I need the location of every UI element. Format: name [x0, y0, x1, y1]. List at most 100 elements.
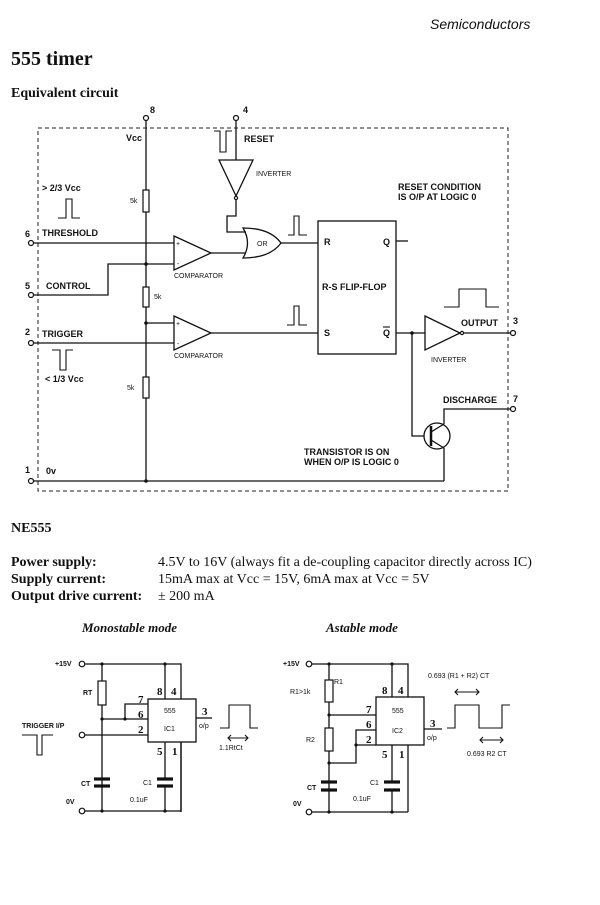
diagram-label: 2: [366, 734, 372, 746]
mono-output-label: o/p: [199, 723, 209, 730]
reset-label: RESET: [244, 134, 275, 144]
pin-7-terminal: [509, 405, 517, 413]
threshold-pulse-icon: [58, 198, 80, 219]
junction-dot: [144, 321, 148, 325]
ground-label: 0v: [46, 466, 56, 476]
rs-flip-flop: [317, 220, 397, 355]
astable-resistor-r1: [324, 679, 334, 703]
astable-r2-label: R2: [306, 737, 315, 744]
lower-comparator: [173, 314, 213, 352]
reset-condition-note-line1: RESET CONDITION: [398, 182, 481, 192]
spec-value: 4.5V to 16V (always fit a de-coupling ca…: [158, 555, 532, 570]
junction-dot: [144, 479, 148, 483]
astable-c1-value: 0.1uF: [353, 796, 371, 803]
diagram-label: +: [176, 321, 180, 328]
mono-timing-label: 1.1RtCt: [219, 745, 243, 752]
upper-comparator: [173, 234, 213, 272]
diagram-label: 5: [157, 746, 163, 758]
or-gate-label: OR: [257, 241, 268, 248]
junction-dot: [354, 743, 358, 747]
flip-flop-s: S: [324, 328, 330, 338]
page-title: 555 timer: [11, 48, 93, 70]
control-label: CONTROL: [46, 281, 91, 291]
pin-5-number: 5: [25, 281, 30, 291]
diagram-label: 3: [430, 718, 436, 730]
reset-condition-note-line2: IS O/P AT LOGIC 0: [398, 192, 476, 202]
terminal: [305, 660, 313, 668]
astable-ic-ref: IC2: [392, 728, 403, 735]
diagram-label: 7: [138, 694, 144, 706]
mono-supply-label: +15V: [55, 661, 72, 668]
terminal: [233, 195, 239, 201]
diagram-label: 1: [399, 749, 405, 761]
mono-c1-label: C1: [143, 780, 152, 787]
mono-ic-ref: IC1: [164, 726, 175, 733]
diagram-label: -: [177, 261, 180, 268]
output-inverter-label: INVERTER: [431, 357, 466, 364]
spec-value: 15mA max at Vcc = 15V, 6mA max at Vcc = …: [158, 572, 430, 587]
wire: [34, 263, 174, 296]
monostable-title: Monostable mode: [82, 620, 177, 635]
resistor-top: [142, 189, 150, 213]
threshold-level-label: > 2/3 Vcc: [42, 183, 81, 193]
device-name-heading: NE555: [11, 521, 52, 536]
pin-8-number: 8: [150, 105, 155, 115]
wire: [226, 200, 246, 233]
astable-ground-label: 0V: [293, 801, 302, 808]
junction-dot: [390, 662, 394, 666]
wire: [430, 439, 445, 449]
wire: [312, 663, 409, 697]
terminal: [78, 731, 86, 739]
pin-1-number: 1: [25, 465, 30, 475]
mono-trigger-pulse-icon: [22, 734, 53, 756]
pin-2-number: 2: [25, 327, 30, 337]
pin-1-terminal: [27, 477, 35, 485]
diagram-label: +: [176, 241, 180, 248]
pin-6-terminal: [27, 239, 35, 247]
junction-dot: [327, 810, 331, 814]
mono-ic-part: 555: [164, 708, 176, 715]
transistor-note-line1: TRANSISTOR IS ON: [304, 447, 389, 457]
vcc-label: Vcc: [126, 133, 142, 143]
pin-6-number: 6: [25, 229, 30, 239]
astable-r1-note: R1>1k: [290, 689, 311, 696]
mono-timing-arrow: [227, 734, 249, 742]
mono-resistor-rt: [97, 680, 107, 706]
chip-boundary: [37, 127, 509, 492]
reset-signal-pulse-icon: [288, 215, 307, 236]
diagram-label: 6: [138, 709, 144, 721]
junction-dot: [163, 809, 167, 813]
wire: [430, 423, 445, 433]
astable-ic-555: [375, 696, 425, 746]
equivalent-circuit-diagram: 8 Vcc 5k 5k 5k > 2/3 Vcc 6 THRESHOLD 5 C…: [25, 105, 518, 492]
diagram-label: 4: [171, 686, 177, 698]
monostable-circuit: +15V RT 555 IC1 8 4 7 6 2 3 5 1 TRIGGER …: [22, 660, 258, 815]
header-category: Semiconductors: [430, 16, 531, 32]
wire: [124, 703, 148, 719]
reset-inverter-label: INVERTER: [256, 171, 291, 178]
trigger-label: TRIGGER: [42, 329, 84, 339]
flip-flop-q: Q: [383, 237, 390, 247]
spec-label: Supply current:: [11, 572, 107, 587]
diagram-label: 4: [398, 685, 404, 697]
astable-high-time-label: 0.693 (R1 + R2) CT: [428, 673, 490, 680]
mono-rt-label: RT: [83, 690, 93, 697]
diagram-label: 8: [157, 686, 163, 698]
astable-low-time-arrow: [479, 736, 504, 744]
terminal: [78, 660, 86, 668]
junction-dot: [390, 810, 394, 814]
diagram-label: 6: [366, 719, 372, 731]
diagram-label: 5: [382, 749, 388, 761]
pin-7-number: 7: [513, 394, 518, 404]
pin-4-terminal: [232, 114, 240, 122]
resistor-top-value: 5k: [130, 198, 138, 205]
spec-label: Power supply:: [11, 555, 97, 570]
pin-3-number: 3: [513, 316, 518, 326]
flip-flop-r: R: [324, 237, 331, 247]
output-pulse-icon: [444, 288, 499, 308]
output-label: OUTPUT: [461, 318, 499, 328]
wire: [443, 408, 511, 424]
pin-2-terminal: [27, 339, 35, 347]
spec-label: Output drive current:: [11, 589, 143, 604]
mono-output-pulse-icon: [220, 704, 258, 729]
